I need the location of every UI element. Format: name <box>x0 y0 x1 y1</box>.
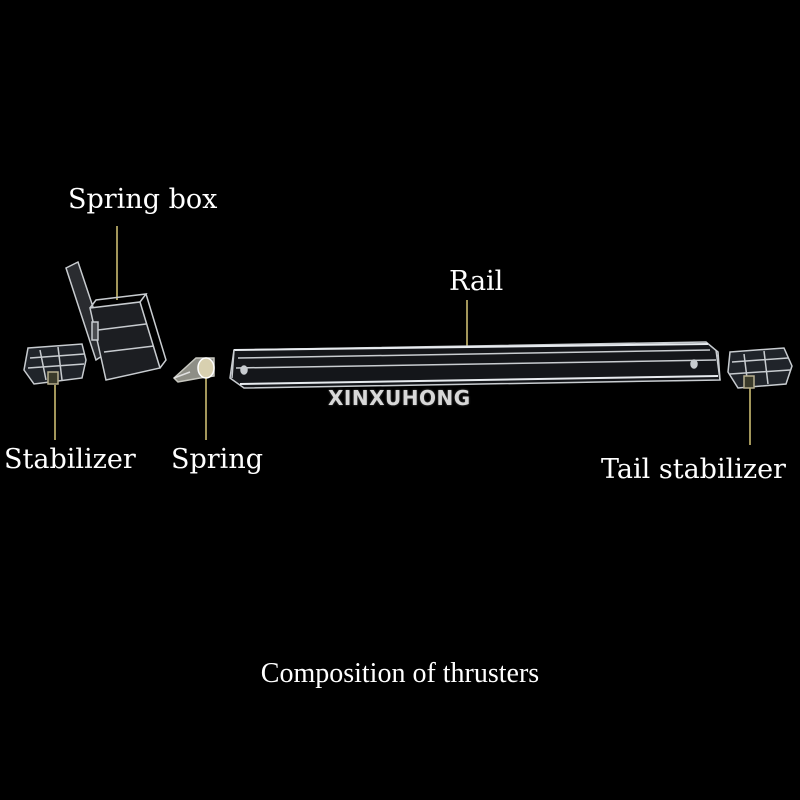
diagram-caption: Composition of thrusters <box>260 658 540 689</box>
spring-part <box>172 357 215 383</box>
label-stabilizer: Stabilizer <box>4 444 136 475</box>
label-tail-stabilizer: Tail stabilizer <box>601 454 786 485</box>
label-rail: Rail <box>449 266 504 297</box>
tail-stabilizer-part <box>727 347 793 389</box>
rail-part <box>229 341 721 389</box>
spring-box-part <box>65 260 167 381</box>
watermark-text: XINXUHONG <box>328 386 471 410</box>
stabilizer-part <box>23 343 87 385</box>
label-spring-box: Spring box <box>68 184 218 215</box>
label-spring: Spring <box>171 444 263 475</box>
